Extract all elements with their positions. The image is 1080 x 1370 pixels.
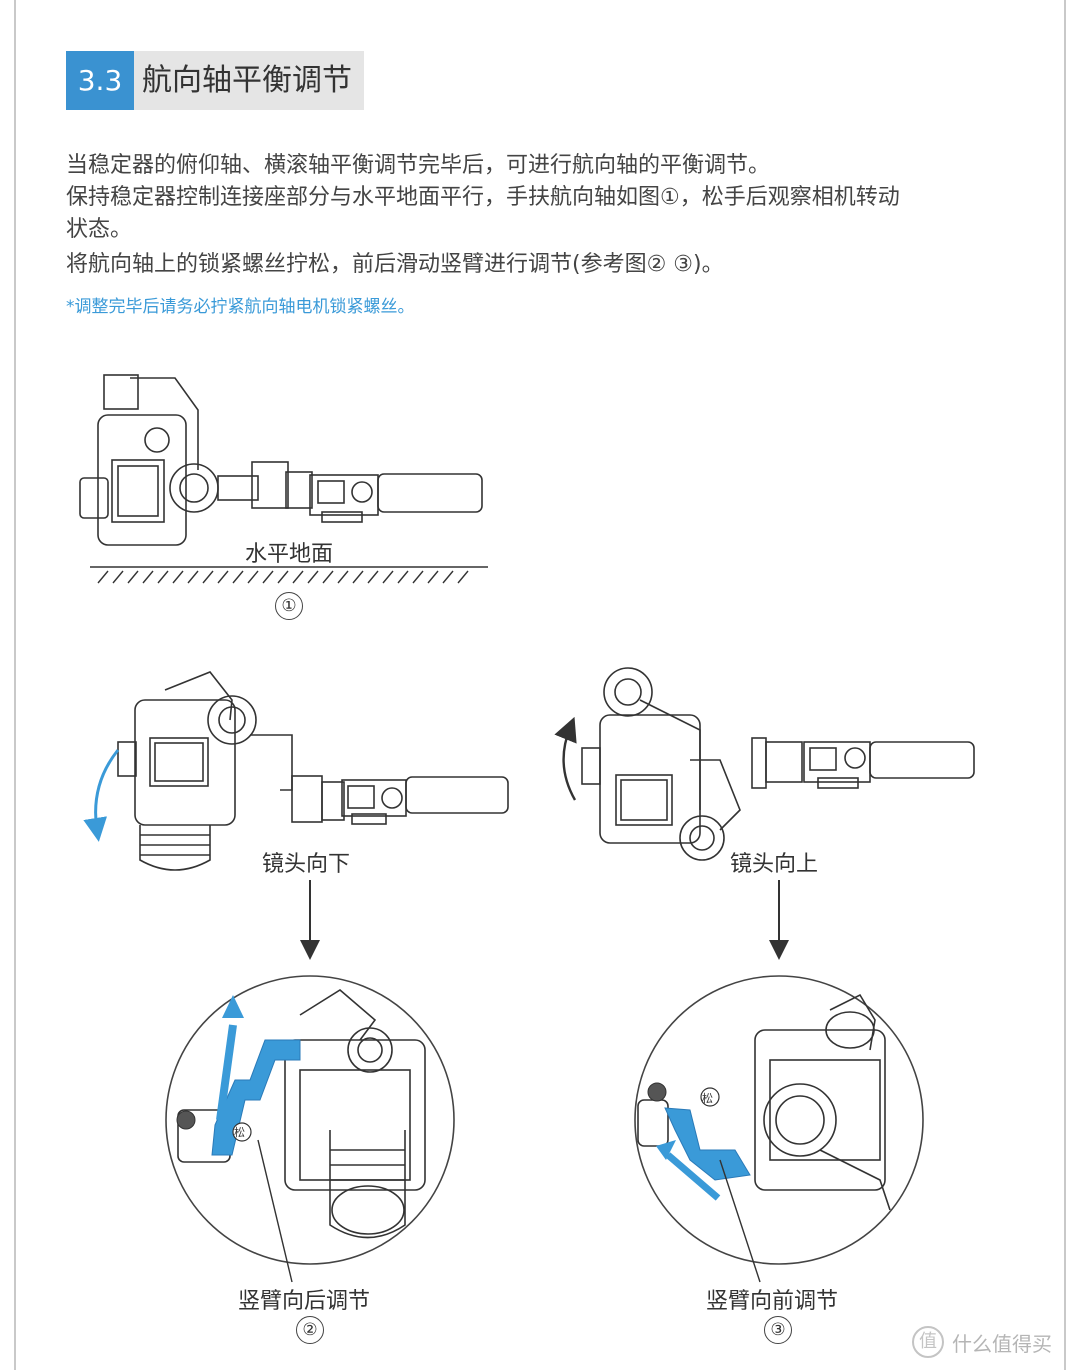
figure2-adjust-label: 竖臂向后调节 [238,1289,371,1314]
paragraph-2: 保持稳定器控制连接座部分与水平地面平行，手扶航向轴如图①，松手后观察相机转动 [66,185,900,210]
ground-label: 水平地面 [245,542,334,567]
figure2-detail [165,975,455,1265]
figure3-marker: ③ [764,1316,792,1344]
watermark-text: 什么值得买 [952,1331,1052,1356]
watermark-logo-icon: 值 [912,1326,944,1358]
figure3-state-label: 镜头向上 [730,852,819,877]
page-frame-right [1064,0,1066,1370]
section-title: 航向轴平衡调节 [134,51,364,110]
figure3-adjust-label: 竖臂向前调节 [706,1289,839,1314]
leader-line-right [719,1159,761,1283]
watermark: 值 什么值得买 [912,1326,1052,1358]
leader-line-left [257,1139,293,1283]
paragraph-3: 将航向轴上的锁紧螺丝拧松，前后滑动竖臂进行调节(参考图② ③)。 [66,252,724,277]
ground-line [90,566,488,584]
loosen-badge-right: 松 [702,1092,713,1105]
slide-back-arrow-head [222,995,244,1018]
slide-back-arrow-icon [216,1024,237,1121]
figure1-gimbal [79,374,483,546]
section-number: 3.3 [66,51,134,110]
note-text: *调整完毕后请务必拧紧航向轴电机锁紧螺丝。 [66,297,415,317]
figure1-marker: ① [275,592,303,620]
loosen-badge-left: 松 [234,1126,245,1139]
figure3-detail [634,975,924,1265]
page-frame-left [14,0,16,1370]
paragraph-2-cont: 状态。 [66,217,133,242]
figure3-gimbal-lens-up [581,667,975,861]
figure2-marker: ② [296,1316,324,1344]
slide-forward-arrow-icon [665,1152,721,1201]
figure2-gimbal-lens-down [117,671,509,871]
paragraph-1: 当稳定器的俯仰轴、横滚轴平衡调节完毕后，可进行航向轴的平衡调节。 [66,153,771,178]
section-header: 3.3 航向轴平衡调节 [66,51,364,110]
rotate-down-arrow-icon [83,749,120,842]
slide-forward-arrow-head [656,1140,676,1160]
figure2-state-label: 镜头向下 [262,852,351,877]
rotate-up-arrow-icon [554,716,577,801]
